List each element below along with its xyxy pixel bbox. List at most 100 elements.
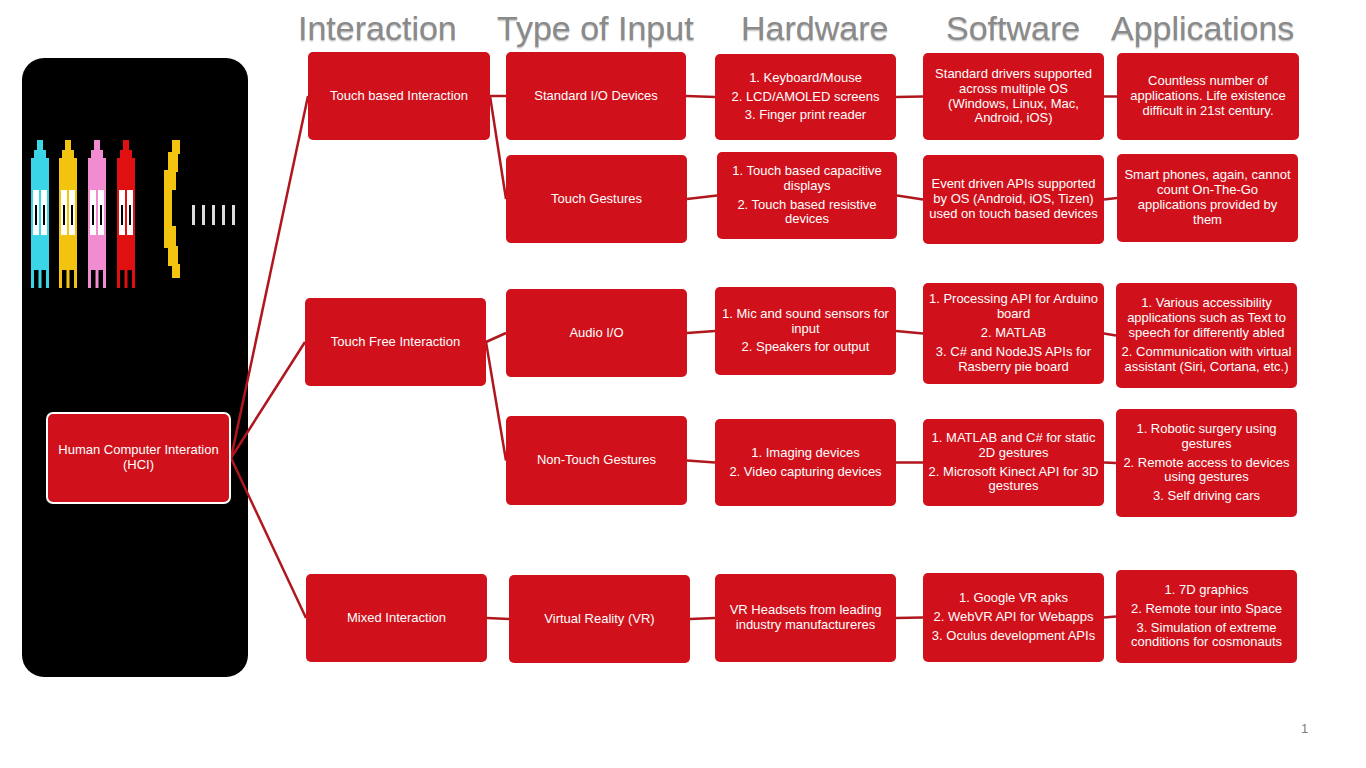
node-text: 1. Various accessibility applications su… [1121,296,1292,341]
red-ghost [117,140,135,288]
connector-line [687,196,717,200]
connector-line [231,458,306,618]
process-box: 1. Robotic surgery using gestures 2. Remo… [1116,409,1297,517]
connector-line [687,331,715,333]
node-text: Touch based Interaction [330,89,468,104]
node-text: 2. Video capturing devices [729,465,881,480]
column-heading: Hardware [741,11,888,45]
process-box: Standard drivers supported across multip… [923,53,1104,140]
node-text: Audio I/O [569,326,623,341]
node-text: 1. Robotic surgery using gestures [1121,422,1292,452]
node-text: 2. Remote tour into Space [1131,602,1282,617]
connector-line [686,96,715,97]
process-box: 1. Keyboard/Mouse 2. LCD/AMOLED screens 3.… [715,54,896,140]
black-panel [22,58,248,677]
node-text: 1. Imaging devices [751,446,859,461]
node-text: 2. Speakers for output [742,340,870,355]
connector-line [1104,461,1116,464]
column-heading: Applications [1111,11,1294,45]
connector-line [487,618,509,619]
node-text: 3. Finger print reader [745,108,866,123]
column-heading: Interaction [298,11,457,45]
node-text: 1. 7D graphics [1165,583,1249,598]
node-text: Countless number of applications. Life e… [1122,74,1294,119]
node-text: VR Headsets from leading industry manufa… [720,603,891,633]
connector-line [490,96,506,199]
node-text: 2. MATLAB [981,326,1047,341]
process-box: Audio I/O [506,289,687,377]
process-box: 1. Touch based capacitive displays 2. Tou… [717,152,897,239]
connector-line [896,331,923,334]
node-text: 1. Processing API for Arduino board [928,292,1099,322]
connector-line [1104,198,1117,200]
process-box: Virtual Reality (VR) [509,575,690,663]
process-box: Event driven APIs supported by OS (Andro… [923,155,1104,244]
node-text: 1. MATLAB and C# for static 2D gestures [928,431,1099,461]
process-box: 1. 7D graphics 2. Remote tour into Space 3… [1116,570,1297,663]
process-box: Touch Free Interaction [305,298,486,386]
connector-line [897,196,923,200]
node-text: 2. LCD/AMOLED screens [731,90,879,105]
process-box: 1. Imaging devices 2. Video capturing dev… [715,419,896,506]
node-text: 2. WebVR API for Webapps [934,610,1094,625]
cyan-ghost [31,140,49,288]
connector-line [1104,617,1116,618]
node-text: 1. Touch based capacitive displays [722,164,892,194]
node-text: Smart phones, again, cannot count On-The… [1122,168,1293,228]
node-text: 1. Mic and sound sensors for input [720,307,891,337]
process-box: 1. Google VR apks 2. WebVR API for Webapp… [923,573,1104,662]
node-text: 1. Google VR apks [959,591,1068,606]
node-text: 2. Touch based resistive devices [722,198,892,228]
process-box: Touch based Interaction [308,52,490,140]
node-text: Mixed Interaction [347,611,446,626]
process-box: Mixed Interaction [306,574,487,662]
process-box: Smart phones, again, cannot count On-The… [1117,154,1298,242]
connector-line [690,618,715,619]
node-text: Touch Gestures [551,192,642,207]
connector-line [1104,334,1116,336]
connector-line [896,95,923,98]
process-box: 1. Processing API for Arduino board 2. MA… [923,283,1104,384]
process-box: 1. Mic and sound sensors for input 2. Spe… [715,287,896,375]
ghost-pupils [35,205,131,225]
process-box: VR Headsets from leading industry manufa… [715,574,896,662]
node-text: 3. Simulation of extreme conditions for … [1121,621,1292,651]
process-box: Touch Gestures [506,155,687,243]
process-box: 1. Various accessibility applications su… [1116,283,1297,388]
pixel-dots [192,205,235,225]
page-number: 1 [1301,722,1308,735]
connector-line [896,616,923,619]
node-text: Touch Free Interaction [331,335,460,350]
process-box: 1. MATLAB and C# for static 2D gestures 2… [923,419,1104,506]
process-box: Standard I/O Devices [506,52,686,140]
process-box: Non-Touch Gestures [506,416,687,505]
connector-line [490,95,506,98]
node-text: Standard I/O Devices [534,89,658,104]
pixel-pacman [164,140,180,278]
node-text: 2. Communication with virtual assistant … [1121,345,1292,375]
node-text: 3. Self driving cars [1153,489,1260,504]
column-heading: Type of Input [497,11,694,45]
node-text: 2. Remote access to devices using gestur… [1121,456,1292,486]
connector-line [486,342,506,461]
node-text: 1. Keyboard/Mouse [749,71,862,86]
connector-line [231,96,308,458]
connector-line [486,333,506,342]
column-heading: Software [946,11,1080,45]
pixel-ghosts [31,140,135,288]
process-box: Countless number of applications. Life e… [1117,53,1299,140]
connector-line [896,461,923,464]
pink-ghost [88,140,106,288]
node-text: Event driven APIs supported by OS (Andro… [928,177,1099,222]
node-text: Non-Touch Gestures [537,453,656,468]
node-text: 3. Oculus development APIs [932,629,1095,644]
root-box: Human Computer Interation (HCI) [46,412,231,504]
connector-line [231,342,305,458]
node-text: Human Computer Interation (HCI) [53,443,224,473]
node-text: 2. Microsoft Kinect API for 3D gestures [928,465,1099,495]
node-text: Standard drivers supported across multip… [928,67,1099,127]
ghost-eyes [33,190,133,235]
node-text: 3. C# and NodeJS APIs for Rasberry pie b… [928,345,1099,375]
connector-line [1104,95,1117,98]
